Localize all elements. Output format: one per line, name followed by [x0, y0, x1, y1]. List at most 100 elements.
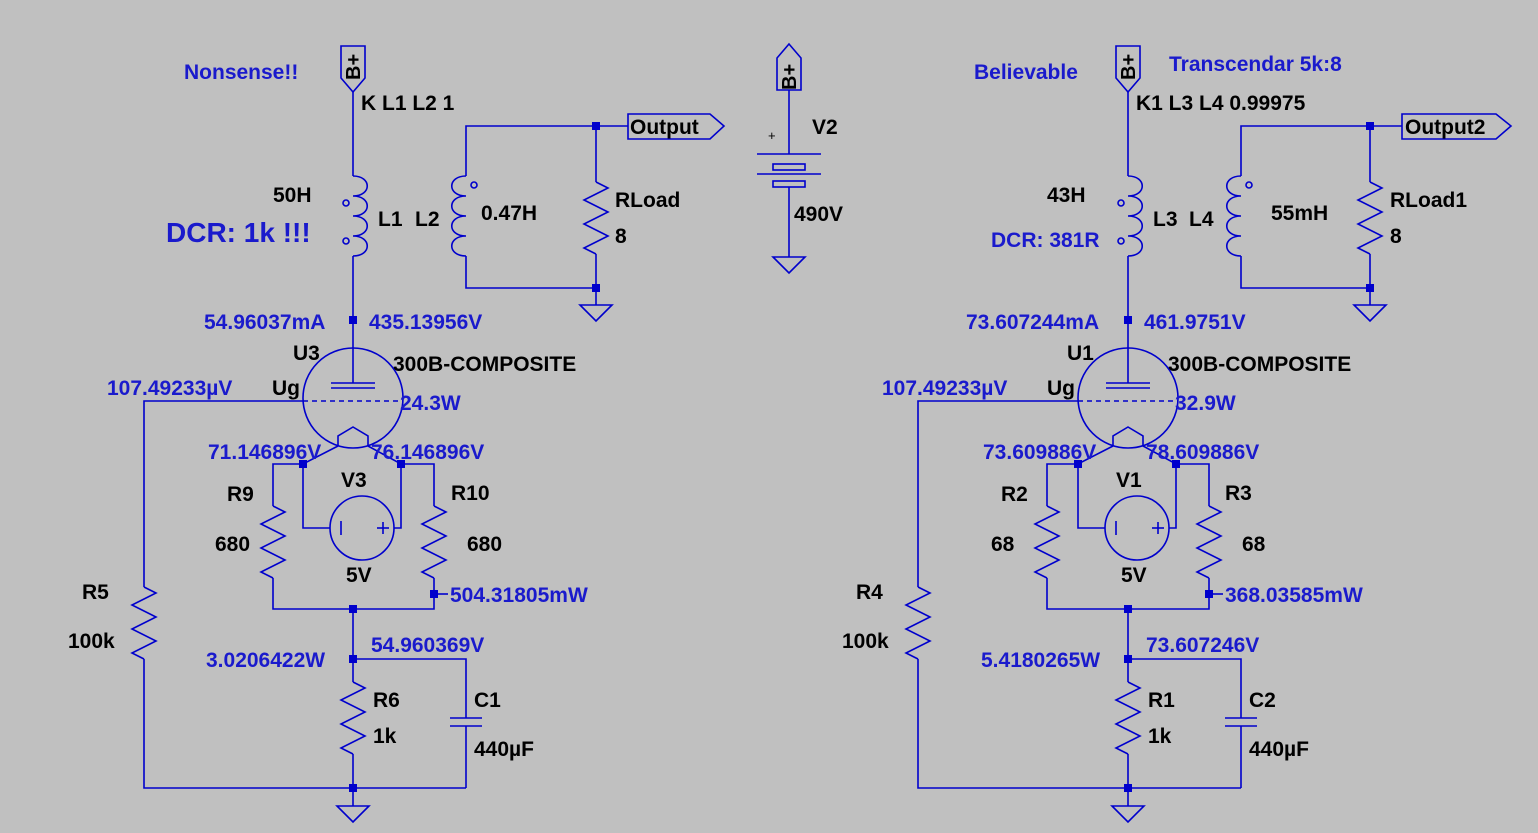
- supply-ground-icon: [771, 256, 807, 275]
- left-hum-resistor-left[interactable]: [259, 505, 287, 579]
- supply-value: 490V: [794, 203, 843, 226]
- right-cathode-resistor[interactable]: [1114, 681, 1142, 755]
- left-wire-cap-top: [353, 658, 467, 718]
- left-primary-inductance: 50H: [273, 184, 312, 207]
- left-bypass-capacitor[interactable]: [450, 717, 482, 727]
- left-fil-left-v: 71.146896V: [208, 441, 321, 464]
- supply-plus-sign: +: [768, 128, 776, 143]
- left-bplus-flag[interactable]: B+: [340, 45, 366, 94]
- left-plate-voltage: 435.13956V: [369, 311, 482, 334]
- right-primary-inductor[interactable]: [1117, 175, 1144, 257]
- right-hum-r-left-name: R2: [1001, 483, 1028, 506]
- left-wire-sec-top: [465, 125, 596, 176]
- right-wire-src-right: [1169, 464, 1177, 529]
- left-output-label: Output: [630, 116, 699, 139]
- right-plate-current: 73.607244mA: [966, 311, 1099, 334]
- right-wire-fil-left: [1046, 445, 1114, 506]
- left-ground-icon: [335, 805, 371, 824]
- right-cathode-power: 5.4180265W: [981, 649, 1100, 672]
- left-cathode-resistor[interactable]: [339, 681, 367, 755]
- right-load-value: 8: [1390, 225, 1402, 248]
- right-plate-voltage: 461.9751V: [1144, 311, 1246, 334]
- right-wire-cap-top: [1128, 658, 1242, 718]
- right-load-gnd-node: [1366, 284, 1374, 292]
- left-bplus-label: B+: [343, 54, 365, 80]
- left-tube[interactable]: [302, 347, 404, 449]
- right-hum-r-left-value: 68: [991, 533, 1015, 556]
- left-primary-inductor[interactable]: [342, 175, 369, 257]
- right-primary-dot-icon: [1117, 199, 1125, 207]
- left-grid-label: Ug: [272, 377, 300, 400]
- right-hum-resistor-right[interactable]: [1195, 505, 1223, 579]
- left-wire-src-left: [302, 464, 330, 529]
- left-hum-r-left-name: R9: [227, 483, 254, 506]
- right-secondary-inductor[interactable]: [1225, 175, 1253, 257]
- left-wire-fil-right: [367, 445, 435, 506]
- left-secondary-inductance: 0.47H: [481, 202, 537, 225]
- right-bplus-label: B+: [1118, 54, 1140, 80]
- right-fil-source-name: V1: [1116, 469, 1142, 492]
- left-load-name: RLoad: [615, 189, 680, 212]
- left-fil-right-v: 76.146896V: [371, 441, 484, 464]
- left-coupling-directive[interactable]: K L1 L2 1: [361, 92, 455, 115]
- left-load-resistor[interactable]: [582, 181, 610, 255]
- right-output-port[interactable]: Output2: [1401, 113, 1513, 140]
- right-load-ground-icon: [1352, 304, 1388, 323]
- right-wire-fil-right: [1142, 445, 1210, 506]
- right-fil-source-value: 5V: [1121, 564, 1147, 587]
- right-hum-r-right-name: R3: [1225, 482, 1252, 505]
- right-transformer-note: Transcendar 5k:8: [1169, 53, 1342, 76]
- right-cap-value: 440µF: [1249, 738, 1309, 761]
- right-wire-src-left: [1077, 464, 1105, 529]
- left-wire-src-right: [394, 464, 402, 529]
- right-filament-source[interactable]: [1104, 495, 1170, 561]
- right-coupling-directive[interactable]: K1 L3 L4 0.99975: [1136, 92, 1306, 115]
- right-hum-r-right-value: 68: [1242, 533, 1266, 556]
- left-primary-dot2-icon: [342, 237, 350, 245]
- left-secondary-name: L2: [415, 208, 440, 231]
- left-tube-name: U3: [293, 342, 320, 365]
- left-filament-source[interactable]: [329, 495, 395, 561]
- right-grid-r-name: R4: [856, 581, 883, 604]
- left-grid-resistor[interactable]: [130, 586, 158, 660]
- right-secondary-inductance: 55mH: [1271, 202, 1328, 225]
- right-hum-resistor-left[interactable]: [1033, 505, 1061, 579]
- left-primary-name: L1: [378, 208, 403, 231]
- right-cathode-voltage: 73.607246V: [1146, 634, 1259, 657]
- supply-bplus-flag[interactable]: B+: [776, 42, 802, 91]
- supply-bplus-label: B+: [779, 64, 801, 90]
- left-grid-r-name: R5: [82, 581, 109, 604]
- right-tube[interactable]: [1077, 347, 1179, 449]
- right-load-resistor[interactable]: [1356, 181, 1384, 255]
- right-bplus-flag[interactable]: B+: [1115, 45, 1141, 94]
- right-cap-name: C2: [1249, 689, 1276, 712]
- right-wire-sec-top: [1240, 125, 1370, 176]
- left-secondary-dot-icon: [470, 181, 478, 189]
- right-dcr-note: DCR: 381R: [991, 229, 1100, 252]
- supply-section: B+ + V2 490V: [757, 42, 843, 275]
- left-wire-grid: [143, 400, 303, 587]
- left-grid-r-value: 100k: [68, 630, 115, 653]
- left-wire-ground-bus: [143, 659, 466, 789]
- left-cathode-power: 3.0206422W: [206, 649, 325, 672]
- right-primary-inductance: 43H: [1047, 184, 1086, 207]
- supply-battery[interactable]: [757, 153, 821, 188]
- left-hum-r-right-value: 680: [467, 533, 502, 556]
- left-output-port[interactable]: Output: [627, 113, 726, 140]
- left-cathode-r-name: R6: [373, 689, 400, 712]
- left-wire-fil-left: [272, 445, 339, 506]
- right-bypass-capacitor[interactable]: [1225, 717, 1257, 727]
- left-tube-power: 24.3W: [400, 392, 461, 415]
- left-plate-current: 54.96037mA: [204, 311, 325, 334]
- left-grid-voltage: 107.49233µV: [107, 377, 232, 400]
- left-secondary-inductor[interactable]: [450, 175, 478, 257]
- left-fil-source-value: 5V: [346, 564, 372, 587]
- right-secondary-dot-icon: [1245, 181, 1253, 189]
- right-primary-name: L3: [1153, 208, 1178, 231]
- right-cathode-r-name: R1: [1148, 689, 1175, 712]
- right-grid-resistor[interactable]: [904, 586, 932, 660]
- right-ground-node: [1124, 784, 1132, 792]
- left-hum-resistor-right[interactable]: [420, 505, 448, 579]
